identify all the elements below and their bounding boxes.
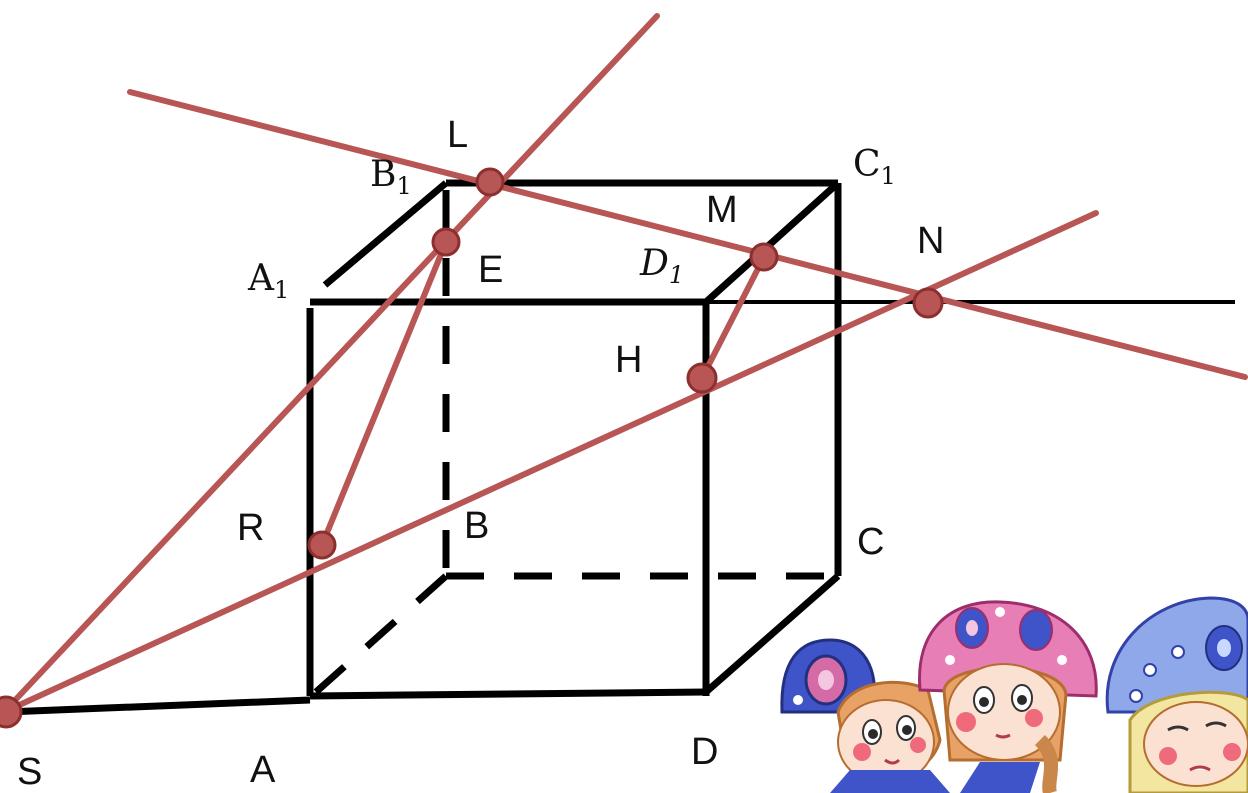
line-through-L-M-N: [127, 89, 1248, 380]
section-lines: [1, 13, 1248, 715]
three-girls-illustration: [780, 596, 1248, 793]
point-N: [912, 287, 944, 319]
label-D: D: [691, 731, 718, 773]
label-C: C: [857, 521, 884, 563]
girl-right: [1105, 596, 1248, 793]
label-B: B: [464, 505, 489, 547]
girl-left: [780, 638, 950, 793]
line-S-R-H-N: [1, 210, 1099, 715]
segment-R-E: [319, 239, 449, 548]
point-H: [686, 362, 718, 394]
girl-middle: [918, 600, 1098, 793]
label-D1: D1: [639, 243, 684, 289]
point-S: [0, 695, 23, 729]
label-M: M: [706, 189, 738, 231]
label-S: S: [17, 751, 42, 793]
point-R: [307, 530, 337, 560]
label-B1: B1: [370, 154, 412, 200]
edge-A-D: [309, 688, 707, 700]
label-A: A: [250, 749, 276, 791]
label-E: E: [478, 249, 503, 291]
edge-D1-C1: [703, 180, 841, 305]
edge-D-C: [703, 573, 841, 695]
label-H: H: [615, 339, 642, 381]
label-L: L: [447, 114, 468, 156]
edge-S-A: [5, 696, 311, 716]
labels: L B1 C1 M N A1 E D1 H R B C S A D: [17, 114, 944, 793]
point-E: [431, 227, 461, 257]
section-points: [0, 167, 944, 729]
label-A1: A1: [247, 258, 289, 304]
point-M: [749, 242, 779, 272]
line-S-E-L: [1, 13, 660, 715]
label-R: R: [237, 507, 264, 549]
label-N: N: [917, 220, 944, 262]
cube-hidden-edges: [313, 190, 838, 695]
segment-H-M: [699, 254, 767, 381]
label-C1: C1: [853, 144, 896, 190]
hidden-edge-A-B: [313, 573, 449, 695]
edge-A1-B1: [322, 180, 449, 288]
point-L: [475, 167, 505, 197]
